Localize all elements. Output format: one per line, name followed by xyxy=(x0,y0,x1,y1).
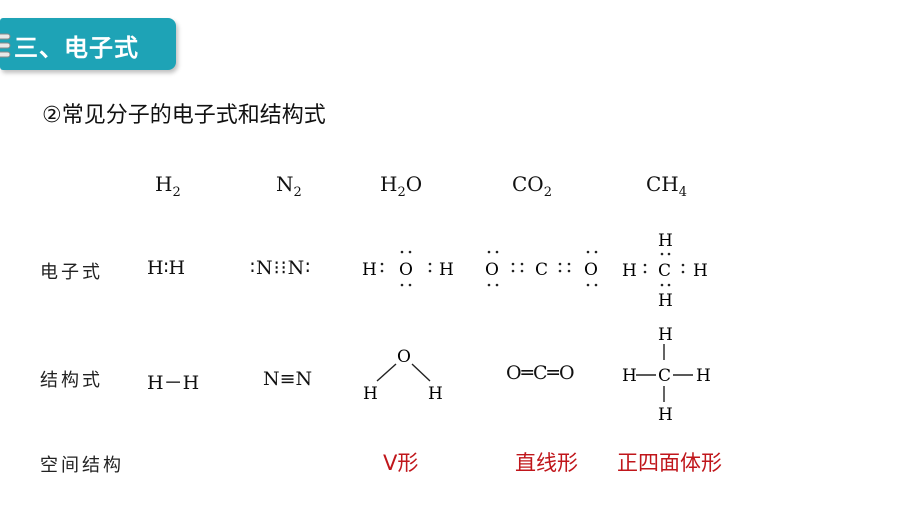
formula-n2: N2 xyxy=(276,172,302,200)
electron-formula-ch4: H H C H H xyxy=(622,231,708,311)
atom-h: H xyxy=(362,260,377,280)
atom-h: H xyxy=(363,384,378,404)
row-label-spatial: 空间结构 xyxy=(40,455,124,476)
atom-h: H xyxy=(696,366,711,386)
structural-formula-co2: O═C═O xyxy=(506,362,575,384)
atom-h: H xyxy=(658,325,673,345)
structural-formula-n2: N≡N xyxy=(263,368,313,390)
section-title: 三、电子式 xyxy=(14,34,139,62)
spatial-structure-co2: 直线形 xyxy=(515,451,578,475)
electron-formula-h2o: H O H xyxy=(362,250,454,287)
structural-formula-h2o: O H H xyxy=(363,347,443,404)
row-label-electron: 电子式 xyxy=(40,262,103,283)
atom-h: H xyxy=(658,231,673,251)
atom-h: H xyxy=(658,405,673,425)
atom-o: O xyxy=(399,260,413,280)
atom-h: H xyxy=(622,366,637,386)
page-subtitle: ②常见分子的电子式和结构式 xyxy=(42,103,326,128)
structural-formula-h2: H－H xyxy=(147,372,200,394)
electron-formula-co2: O C O xyxy=(485,250,598,287)
atom-h: H xyxy=(622,261,637,281)
binder-rings-icon xyxy=(0,33,11,58)
atom-h: H xyxy=(428,384,443,404)
atom-h: H xyxy=(439,260,454,280)
atom-o: O xyxy=(485,260,499,280)
atom-o: O xyxy=(584,260,598,280)
formula-co2: CO2 xyxy=(512,172,552,200)
spatial-structure-h2o: V形 xyxy=(383,451,419,475)
atom-h: H xyxy=(658,291,673,311)
formula-ch4: CH4 xyxy=(646,172,688,200)
atom-o: O xyxy=(397,347,411,367)
atom-c: C xyxy=(535,260,548,280)
electron-formula-n2: ∶N⁝⁝N∶ xyxy=(250,257,312,279)
row-label-structural: 结构式 xyxy=(40,370,103,391)
formula-h2: H2 xyxy=(155,172,181,200)
section-header: 三、电子式 xyxy=(0,18,176,70)
structural-formula-ch4: H H C H H xyxy=(622,325,711,425)
electron-formula-h2: H∶H xyxy=(147,257,186,279)
atom-h: H xyxy=(693,261,708,281)
spatial-structure-ch4: 正四面体形 xyxy=(617,451,722,475)
atom-c: C xyxy=(658,261,671,281)
atom-c: C xyxy=(658,366,671,386)
formula-h2o: H2O xyxy=(380,172,423,200)
